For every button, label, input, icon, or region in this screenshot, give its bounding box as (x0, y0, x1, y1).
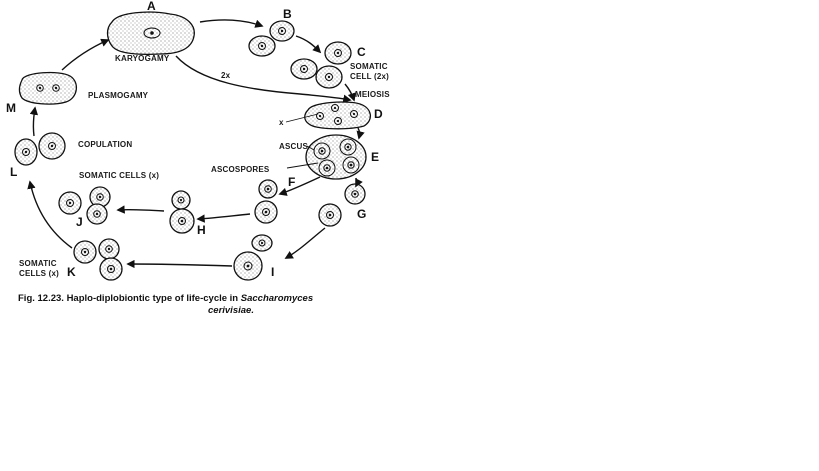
arrow-f-to-h (196, 213, 251, 223)
label-ascospores: ASCOSPORES (211, 165, 270, 174)
cell-b-budding (248, 20, 295, 57)
label-a: A (147, 0, 156, 13)
label-somatic-cell-2x-line2: CELL (2x) (350, 72, 389, 81)
label-h: H (197, 223, 206, 237)
cell-e-ascus (305, 134, 367, 180)
caption-text: Fig. 12.23. Haplo-diplobiontic type of l… (18, 293, 241, 304)
label-meiosis: MEIOSIS (355, 90, 390, 99)
arrow-e-to-g (355, 177, 363, 188)
cell-c-somatic-diploid (290, 41, 352, 89)
cell-l-copulation (14, 132, 66, 166)
pointer-ascospores (286, 162, 319, 169)
caption-line2: cerivisiae. (208, 305, 254, 316)
arrow-a-to-b (199, 19, 264, 28)
label-l: L (10, 165, 17, 179)
arrow-e-to-f (278, 176, 321, 196)
arrow-g-to-i (284, 227, 326, 259)
arrow-i-to-k (126, 259, 233, 269)
caption-line1: Fig. 12.23. Haplo-diplobiontic type of l… (18, 293, 313, 304)
cell-j-somatic-haploid (58, 186, 111, 225)
label-g: G (357, 207, 366, 221)
arrow-l-to-m (29, 106, 39, 137)
label-x: x (279, 118, 284, 127)
label-f: F (288, 175, 295, 189)
label-2x: 2x (221, 71, 231, 80)
label-e: E (371, 150, 379, 164)
label-b: B (283, 7, 292, 21)
label-d: D (374, 107, 383, 121)
cell-i-budding (233, 234, 273, 281)
caption-genus: Saccharomyces (241, 293, 313, 304)
label-c: C (357, 45, 366, 59)
arrow-a-to-d-2x (175, 55, 352, 103)
label-somatic-cell-2x-line1: SOMATIC (350, 62, 388, 71)
label-j: J (76, 215, 83, 229)
arrow-d-to-e (356, 127, 365, 140)
label-somatic-cells-x-upper: SOMATIC CELLS (x) (79, 171, 159, 180)
label-copulation: COPULATION (78, 140, 132, 149)
arrow-c-to-d (344, 83, 356, 102)
arrow-h-to-j (116, 205, 165, 214)
arrow-b-to-c (295, 35, 322, 54)
cycle-arrows (27, 19, 365, 269)
label-somatic-cells-x-lower-line2: CELLS (x) (19, 269, 59, 278)
arrow-m-to-a (61, 38, 110, 71)
pointer-x (285, 113, 319, 123)
cell-k-somatic-haploid (73, 238, 123, 281)
cell-g-ascospore (318, 183, 366, 227)
label-i: I (271, 265, 274, 279)
cell-m-plasmogamy (18, 71, 77, 105)
cell-ascospore-middle (254, 200, 278, 224)
pointer-ascus (306, 145, 315, 151)
label-somatic-cells-x-lower-line1: SOMATIC (19, 259, 57, 268)
label-k: K (67, 265, 76, 279)
cell-d-meiosis (304, 101, 371, 130)
arrow-k-to-l (27, 180, 73, 249)
cell-a-zygote (106, 11, 195, 55)
label-karyogamy: KARYOGAMY (115, 54, 170, 63)
label-ascus: ASCUS (279, 142, 308, 151)
label-plasmogamy: PLASMOGAMY (88, 91, 149, 100)
cell-f-ascospore (258, 179, 278, 199)
label-m: M (6, 101, 16, 115)
cell-h-budding (169, 190, 195, 234)
